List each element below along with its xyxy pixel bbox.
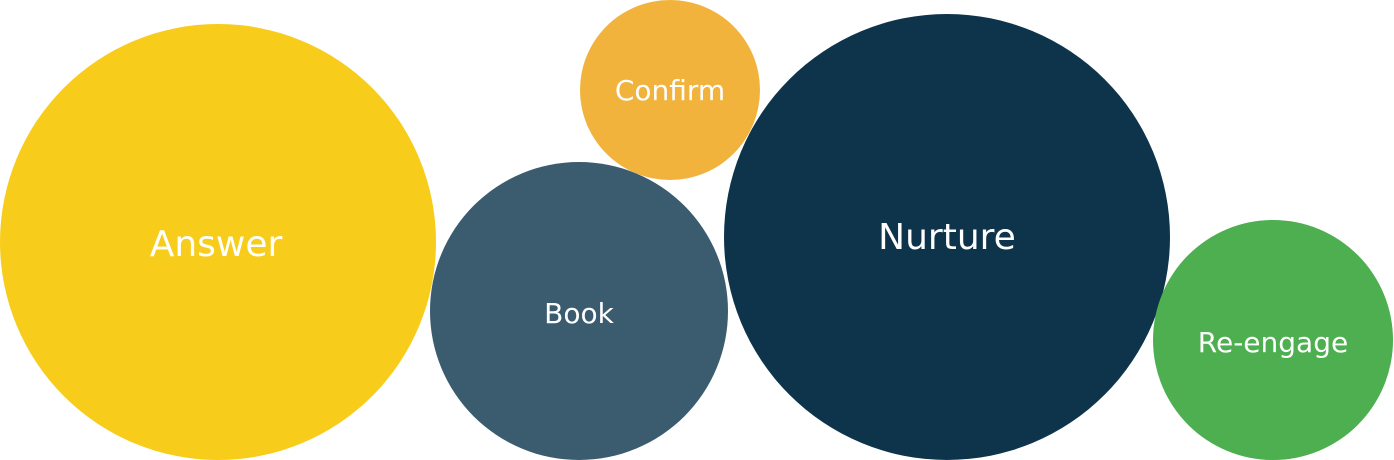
- bubble-label: Re-engage: [1197, 325, 1349, 359]
- bubble-label: Book: [544, 296, 614, 330]
- bubble-answer: Answer: [0, 24, 436, 460]
- bubble-label: Answer: [149, 223, 283, 265]
- bubble-book: Book: [430, 162, 728, 460]
- bubble-re-engage: Re-engage: [1153, 220, 1393, 460]
- bubble-nurture: Nurture: [724, 14, 1170, 460]
- bubble-label: Nurture: [878, 216, 1016, 258]
- bubble-confirm: Confirm: [580, 0, 760, 180]
- bubble-label: Confirm: [614, 73, 726, 107]
